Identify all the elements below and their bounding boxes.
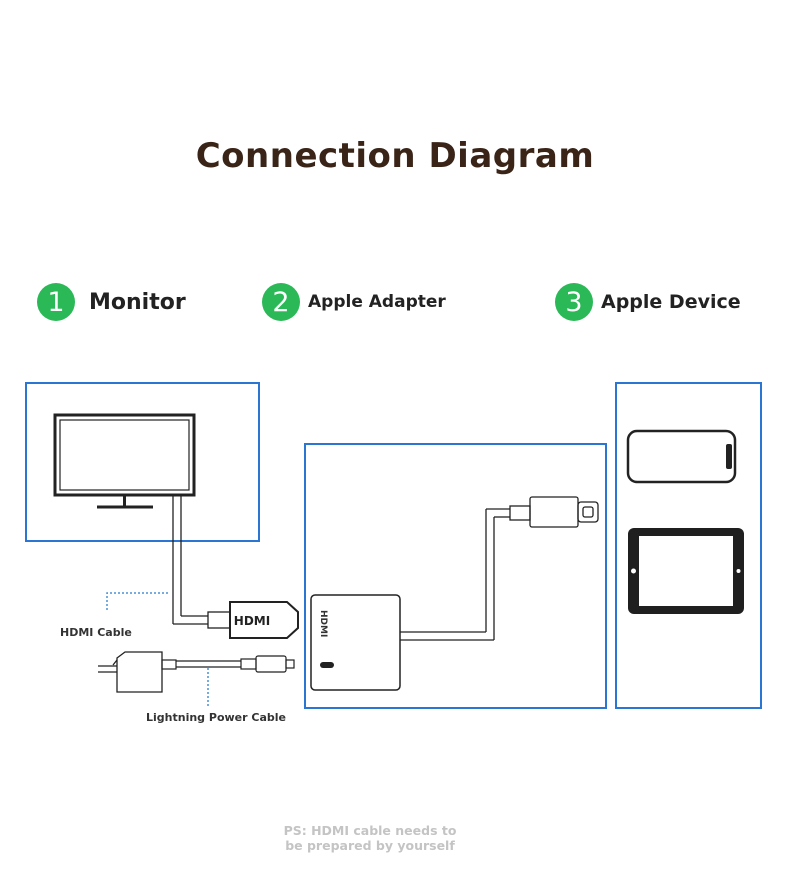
- lightning-power-cable: [161, 655, 295, 673]
- footnote-line: PS: HDMI cable needs to: [283, 823, 457, 838]
- apple-adapter-icon: [310, 594, 401, 691]
- step-apple-device: 3 Apple Device: [555, 283, 741, 321]
- step-label: Apple Device: [601, 291, 741, 313]
- footnote: PS: HDMI cable needs to be prepared by y…: [240, 823, 500, 853]
- monitor-icon: [53, 413, 196, 509]
- monitor-frame: [25, 382, 260, 542]
- iphone-icon: [626, 429, 737, 484]
- step-label: Apple Adapter: [308, 292, 446, 312]
- step-number-badge: 1: [37, 283, 75, 321]
- step-label: Monitor: [89, 289, 186, 315]
- step-monitor: 1 Monitor: [37, 283, 186, 321]
- adapter-port-label: HDMI: [318, 610, 328, 637]
- step-number-badge: 3: [555, 283, 593, 321]
- hdmi-plug-icon: [229, 601, 299, 639]
- footnote-line: be prepared by yourself: [285, 838, 455, 853]
- adapter-lightning-cable: [400, 496, 599, 641]
- hdmi-cable-leader: [106, 592, 170, 610]
- adapter-frame: [304, 443, 607, 709]
- hdmi-plug-label: HDMI: [234, 614, 270, 628]
- step-number-badge: 2: [262, 283, 300, 321]
- hdmi-cable-label: HDMI Cable: [60, 626, 132, 639]
- lightning-cable-label: Lightning Power Cable: [146, 711, 286, 724]
- ipad-icon: [628, 528, 744, 614]
- device-frame: [615, 382, 762, 709]
- diagram-title: Connection Diagram: [195, 136, 595, 176]
- hdmi-cable: [172, 495, 231, 629]
- power-adapter-icon: [98, 651, 163, 693]
- step-apple-adapter: 2 Apple Adapter: [262, 283, 446, 321]
